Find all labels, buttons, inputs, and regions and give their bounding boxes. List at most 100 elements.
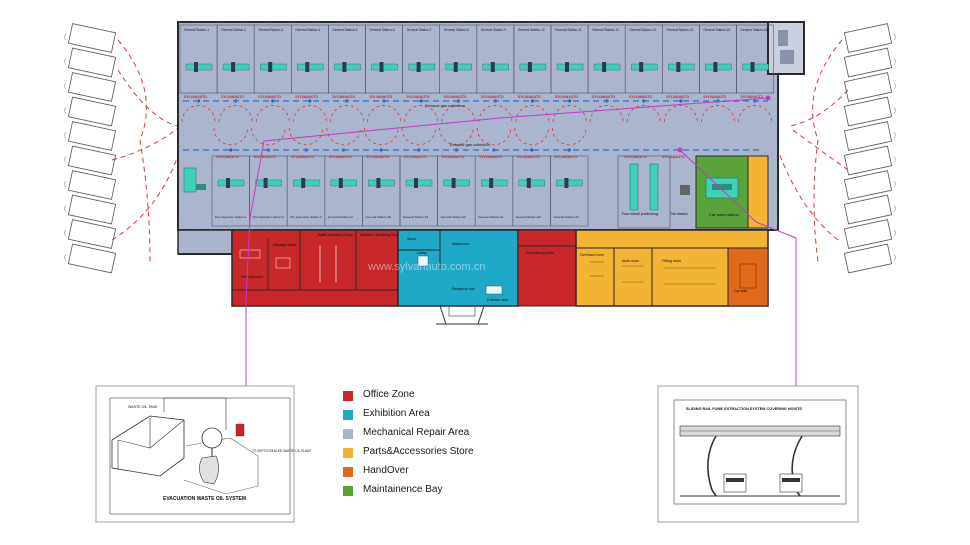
bottom-station-label: Pre inspection station-3 (290, 215, 322, 219)
legend-swatch (343, 429, 353, 439)
parking-stall (67, 47, 117, 78)
wheel-stop (893, 205, 896, 212)
bottom-station-bay (550, 155, 589, 227)
lift-post (231, 62, 236, 72)
route-curve-right (789, 127, 849, 171)
top-brand-label: SYLVANAUTO (592, 95, 615, 99)
lift-post (490, 62, 495, 72)
parking-stall (67, 243, 117, 274)
bottom-station-label: General Station-22 (516, 215, 542, 219)
bottom-brand-label: SYLVANAUTO (517, 155, 540, 159)
route-curve-left (111, 127, 179, 161)
callout-left-small-1: WASTE OIL TANK (128, 405, 158, 409)
top-station-label: General Station-2 (221, 28, 246, 32)
turning-arc (404, 105, 439, 123)
room-tools-label: tools room (622, 259, 639, 263)
exhibition-zone: Stock Lobby Washroom Reception hall Exhi… (397, 229, 519, 307)
bottom-station-label: General Station-18 (365, 215, 391, 219)
exhaust-collector-lines: Exhaust gas collection Exhaust gas colle… (183, 100, 768, 151)
bottom-station-label: General Station-23 (553, 215, 579, 219)
wheel-stop (893, 254, 896, 261)
bottom-brand-label: SYLVANAUTO (442, 155, 465, 159)
parking-stall (67, 96, 117, 127)
top-brand-label: SYLVANAUTO (444, 95, 467, 99)
turning-arc (663, 105, 698, 123)
room-fire-label: Fire cas room (241, 275, 263, 279)
parking-stall (843, 145, 893, 176)
legend-label: Exhibition Area (363, 408, 430, 419)
parking-stall (843, 243, 893, 274)
bottom-brand-label: SYLVANAUTO (624, 155, 647, 159)
top-station-label: General Station-7 (407, 28, 432, 32)
top-station-label: General Station-11 (555, 28, 582, 32)
lift-post (527, 62, 532, 72)
vehicle-lift (631, 63, 658, 71)
turning-arc (251, 127, 286, 146)
lift-post (453, 62, 458, 72)
top-brand-label: SYLVANAUTO (518, 95, 541, 99)
wheel-stop (64, 254, 67, 261)
top-brand-label: SYLVANAUTO (703, 95, 726, 99)
exhaust-reel (567, 99, 572, 103)
vehicle-lift (293, 179, 320, 187)
exhaust-reel (229, 148, 233, 152)
top-station-label: General Station-1 (184, 28, 209, 32)
route-curve-right (789, 89, 849, 127)
turning-arc (701, 105, 735, 123)
bottom-brand-label: SYLVANAUTO (554, 155, 577, 159)
lift-post (263, 178, 268, 188)
wheel-stop (64, 58, 67, 65)
lift-post (338, 178, 343, 188)
lift-post (268, 62, 273, 72)
lift-post (602, 62, 607, 72)
vehicle-lift (668, 63, 695, 71)
legend-item-mechanical: Mechanical Repair Area (343, 426, 543, 445)
top-brand-label: SYLVANAUTO (258, 95, 281, 99)
legend-label: HandOver (363, 465, 409, 476)
turning-arc (626, 105, 661, 123)
bottom-brand-label: SYLVANAUTO (662, 155, 685, 159)
turning-arc (213, 127, 248, 146)
parking-stall (843, 121, 893, 151)
exhaust-reel (679, 99, 683, 103)
lift-post (226, 178, 230, 188)
room-washroom-label: Washroom (452, 242, 469, 246)
parking-stall (67, 145, 117, 176)
lift-post (416, 62, 421, 72)
top-station-label: General Station-5 (332, 28, 357, 32)
vehicle-lift (368, 179, 395, 187)
maintenance-bay: Car wash station Four wheel positioning … (183, 155, 769, 229)
wheel-stop (64, 156, 67, 163)
parking-stall (843, 23, 893, 53)
top-station-label: General Station-15 (703, 28, 730, 32)
room-car-wait-label: Car wait (734, 289, 747, 293)
wheel-stop (64, 107, 67, 114)
parking-stalls-right (843, 23, 896, 274)
turning-arc (515, 105, 550, 123)
lift-post (376, 178, 381, 188)
wheel-stop (64, 205, 67, 212)
legend-label: Office Zone (363, 389, 415, 400)
room-womens-dressing-label: Women's Dressing Room (360, 233, 401, 237)
top-station-label: General Station-4 (295, 28, 320, 32)
legend-item-parts: Parts&Accessories Store (343, 445, 543, 464)
vehicle-lift (260, 63, 287, 71)
turning-arc (255, 105, 290, 123)
legend-swatch (343, 486, 353, 496)
lift-post (713, 62, 718, 72)
legend-item-maintenance: Maintainence Bay (343, 483, 543, 502)
parking-stall (843, 72, 893, 102)
lift-post (305, 62, 310, 72)
bottom-station-label: General Station-21 (478, 215, 504, 219)
parking-stall (67, 219, 117, 249)
parking-stall (67, 72, 117, 102)
room-reception-label: Reception hall (452, 287, 475, 291)
parking-stall (67, 170, 117, 200)
collector-label-top: Exhaust gas collection (425, 103, 465, 108)
wheel-stop (893, 156, 896, 163)
turning-arc (367, 105, 401, 123)
parking-stall (843, 219, 893, 249)
exhaust-reel (379, 148, 383, 152)
